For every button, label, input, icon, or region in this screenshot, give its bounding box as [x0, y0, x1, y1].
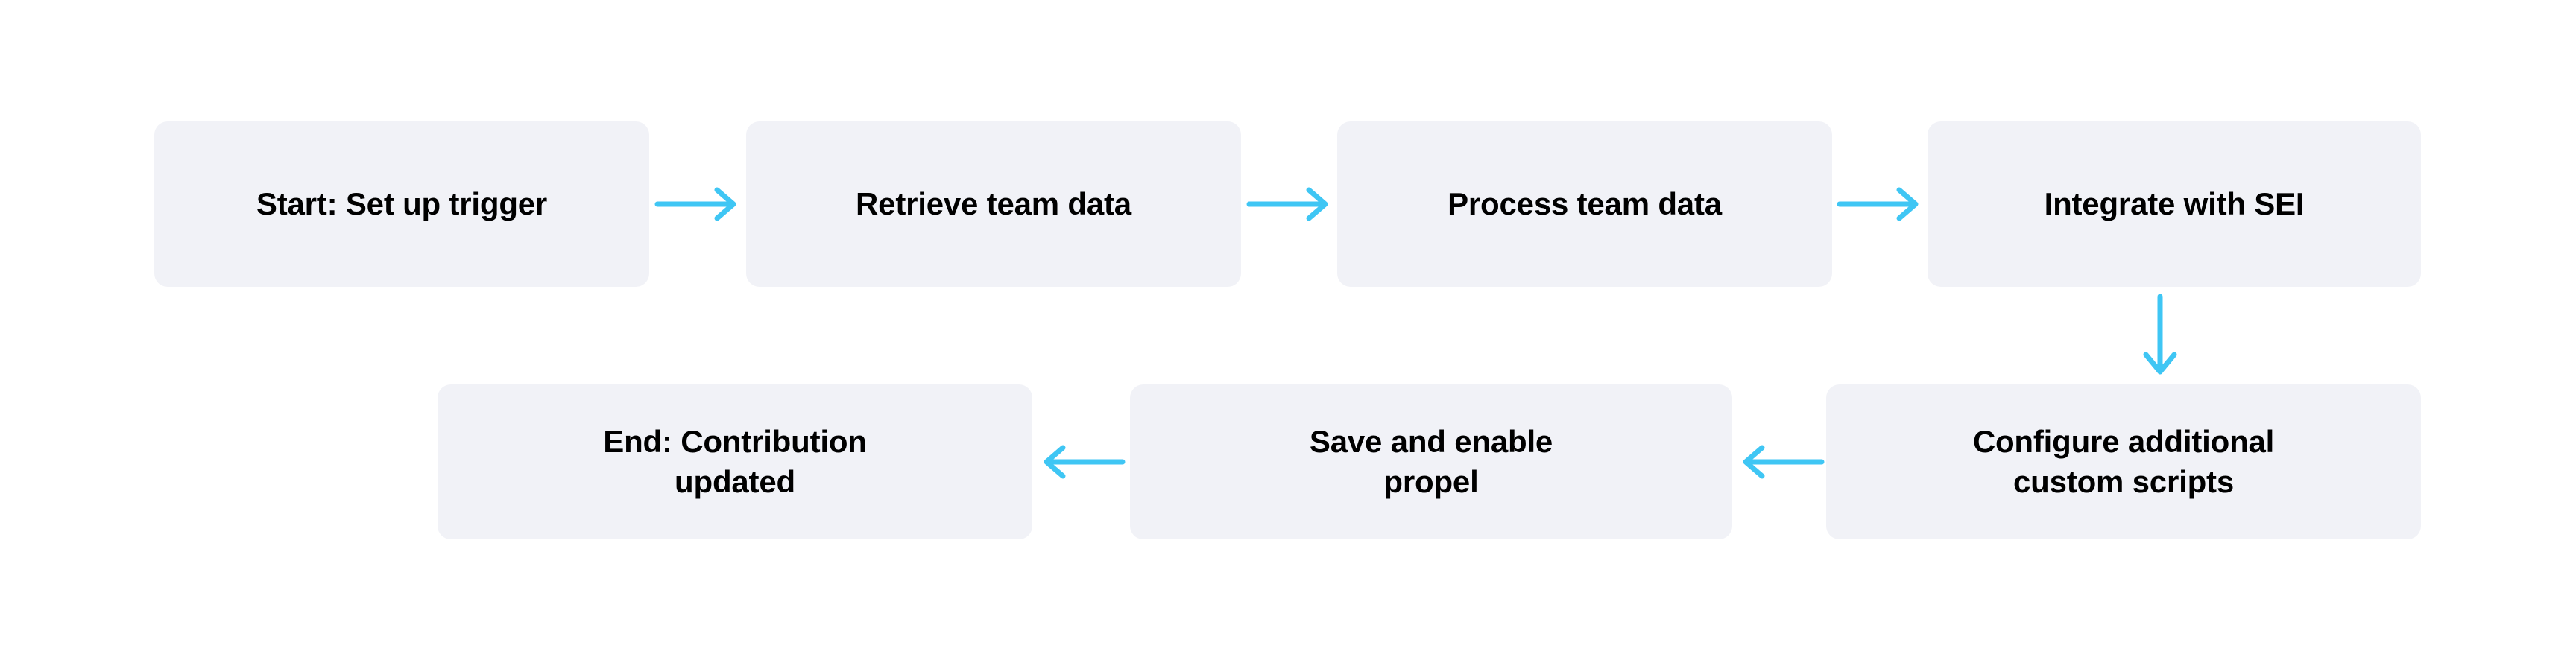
- arrow-left-icon-configure-to-save: [1740, 444, 1825, 480]
- flow-node-start[interactable]: Start: Set up trigger: [154, 121, 649, 287]
- arrow-right-icon-process-to-integrate: [1837, 186, 1922, 222]
- flow-node-save-and-enable-propel[interactable]: Save and enable propel: [1130, 384, 1732, 539]
- flow-node-label: Save and enable propel: [1309, 424, 1553, 499]
- arrow-right-icon-start-to-retrieve: [654, 186, 739, 222]
- flow-node-integrate-with-sei[interactable]: Integrate with SEI: [1928, 121, 2421, 287]
- flow-node-process-team-data[interactable]: Process team data: [1337, 121, 1832, 287]
- arrow-left-icon-save-to-end: [1041, 444, 1126, 480]
- flow-node-end-contribution-updated[interactable]: End: Contribution updated: [438, 384, 1032, 539]
- flow-node-label: Retrieve team data: [856, 186, 1131, 222]
- flow-node-configure-custom-scripts[interactable]: Configure additional custom scripts: [1826, 384, 2421, 539]
- flow-node-label: Integrate with SEI: [2044, 186, 2305, 222]
- flow-node-label: Start: Set up trigger: [256, 186, 548, 222]
- flow-node-label: Process team data: [1448, 186, 1722, 222]
- flow-node-label: Configure additional custom scripts: [1972, 424, 2275, 499]
- arrow-down-icon-integrate-to-configure: [2142, 294, 2178, 377]
- flow-node-label: End: Contribution updated: [603, 424, 867, 499]
- arrow-right-icon-retrieve-to-process: [1246, 186, 1331, 222]
- flow-node-retrieve-team-data[interactable]: Retrieve team data: [746, 121, 1241, 287]
